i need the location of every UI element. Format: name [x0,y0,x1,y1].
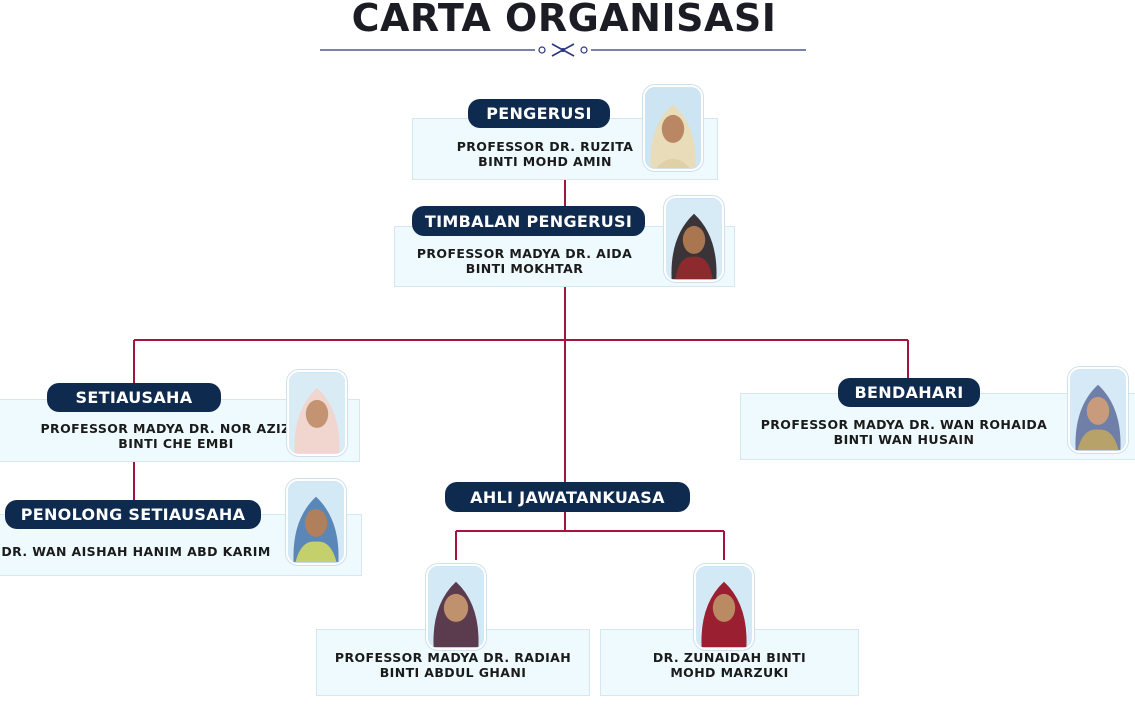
chair-photo [643,85,703,171]
secretary-photo [287,370,347,456]
member2-name-line1: DR. ZUNAIDAH BINTI [652,649,807,665]
chair-name-line1: PROFESSOR DR. RUZITA [456,139,634,154]
assistant-secretary-photo [286,479,346,565]
deputy-photo [664,196,724,282]
page-title: CARTA ORGANISASI [351,0,777,40]
member1-name-line1: PROFESSOR MADYA DR. RADIAH [334,649,572,665]
treasurer-name-line1: PROFESSOR MADYA DR. WAN ROHAIDA [760,416,1048,432]
treasurer-role-label: BENDAHARI [838,378,980,407]
deputy-name-line2: BINTI MOKHTAR [465,260,584,276]
member1-name-line2: BINTI ABDUL GHANI [379,664,527,680]
assistant-secretary-role-label: PENOLONG SETIAUSAHA [5,500,261,529]
committee-role-label: AHLI JAWATANKUASA [445,482,690,512]
chair-name-line2: BINTI MOHD AMIN [478,154,612,169]
deputy-name-line1: PROFESSOR MADYA DR. AIDA [416,245,633,261]
treasurer-photo [1068,367,1128,453]
assistant-secretary-name: DR. WAN AISHAH HANIM ABD KARIM [1,543,271,559]
member2-name-line2: MOHD MARZUKI [670,664,789,680]
chair-role-label: PENGERUSI [468,99,610,128]
member1-photo [426,564,486,650]
secretary-name-line1: PROFESSOR MADYA DR. NOR AZIZAN [40,420,312,436]
deputy-role-label: TIMBALAN PENGERUSI [412,206,645,236]
secretary-role-label: SETIAUSAHA [47,383,221,412]
title-divider-ornament [320,43,806,57]
member2-photo [694,564,754,650]
secretary-name-line2: BINTI CHE EMBI [118,435,234,451]
treasurer-name-line2: BINTI WAN HUSAIN [833,431,975,447]
